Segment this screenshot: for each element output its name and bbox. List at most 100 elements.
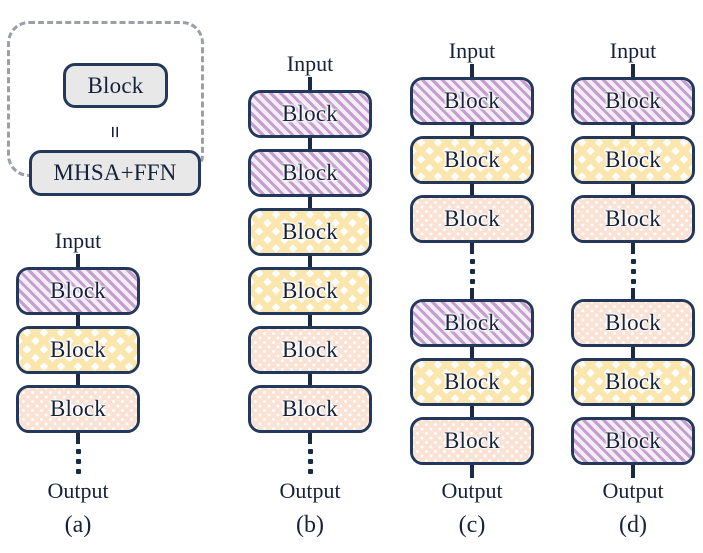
block-pattern-orange: [251, 329, 369, 371]
block-pattern-orange: [19, 388, 137, 430]
block-label: Block: [282, 101, 338, 126]
block-label: Block: [444, 369, 500, 394]
block-label: Block: [605, 206, 661, 231]
connector-b-2: [308, 256, 312, 267]
block-label: Block: [444, 310, 500, 335]
output-label-c: Output: [441, 478, 503, 503]
connector-a-0: [76, 315, 80, 326]
block-b-2[interactable]: Block: [248, 208, 372, 256]
connector-c-x1: [470, 406, 474, 417]
ellipsis-dot: [307, 448, 313, 454]
block-pattern-purple: [413, 80, 531, 122]
legend-block-expansion-label: MHSA+FFN: [53, 160, 177, 185]
block-pattern-yellow: [413, 361, 531, 403]
connector-b-4: [308, 374, 312, 385]
block-a-2[interactable]: Block: [16, 385, 140, 433]
block-label: Block: [282, 219, 338, 244]
panel-caption-a: (a): [64, 512, 92, 538]
connector-b-0: [308, 138, 312, 149]
block-d-x1[interactable]: Block: [571, 358, 695, 406]
ellipsis-dot: [75, 468, 81, 474]
block-label: Block: [50, 337, 106, 362]
legend-container: Block = MHSA+FFN: [7, 21, 204, 196]
connector-d-0: [631, 125, 635, 136]
block-pattern-yellow: [251, 270, 369, 312]
block-c-0[interactable]: Block: [410, 77, 534, 125]
ellipsis-dot: [307, 468, 313, 474]
block-pattern-yellow: [19, 329, 137, 371]
connector-b-1: [308, 197, 312, 208]
connector-c-1: [470, 184, 474, 195]
block-b-5[interactable]: Block: [248, 385, 372, 433]
output-label-d: Output: [602, 478, 664, 503]
block-d-2[interactable]: Block: [571, 195, 695, 243]
block-pattern-purple: [574, 420, 692, 462]
ellipsis-dot: [630, 258, 636, 264]
block-b-1[interactable]: Block: [248, 149, 372, 197]
connector-c-input: [470, 64, 474, 77]
block-label: Block: [50, 278, 106, 303]
block-label: Block: [282, 337, 338, 362]
block-label: Block: [50, 396, 106, 421]
panel-caption-c: (c): [458, 512, 486, 538]
block-pattern-purple: [251, 152, 369, 194]
block-d-0[interactable]: Block: [571, 77, 695, 125]
vertical-ellipsis-b: [307, 444, 313, 478]
block-label: Block: [605, 428, 661, 453]
block-d-x2[interactable]: Block: [571, 417, 695, 465]
equals-symbol: =: [103, 125, 128, 139]
connector-c-output: [470, 465, 474, 478]
connector-d-pre-dots: [631, 243, 635, 254]
vertical-ellipsis-a: [75, 444, 81, 478]
ellipsis-dot: [469, 278, 475, 284]
block-label: Block: [605, 310, 661, 335]
block-b-3[interactable]: Block: [248, 267, 372, 315]
block-c-x1[interactable]: Block: [410, 358, 534, 406]
connector-a-1: [76, 374, 80, 385]
block-c-1[interactable]: Block: [410, 136, 534, 184]
connector-d-1: [631, 184, 635, 195]
block-d-1[interactable]: Block: [571, 136, 695, 184]
connector-c-pre-dots: [470, 243, 474, 254]
block-label: Block: [444, 428, 500, 453]
connector-c-post-dots: [470, 288, 474, 299]
block-label: Block: [282, 396, 338, 421]
output-label-a: Output: [47, 478, 109, 503]
ellipsis-dot: [75, 458, 81, 464]
block-a-1[interactable]: Block: [16, 326, 140, 374]
block-pattern-yellow: [413, 139, 531, 181]
block-label: Block: [605, 369, 661, 394]
connector-b-3: [308, 315, 312, 326]
block-pattern-orange: [251, 388, 369, 430]
input-label-a: Input: [54, 228, 102, 253]
block-pattern-purple: [251, 93, 369, 135]
block-b-0[interactable]: Block: [248, 90, 372, 138]
block-a-0[interactable]: Block: [16, 267, 140, 315]
connector-d-x1: [631, 406, 635, 417]
connector-c-0: [470, 125, 474, 136]
connector-a-input: [76, 254, 80, 267]
block-c-2[interactable]: Block: [410, 195, 534, 243]
connector-b-input: [308, 77, 312, 90]
input-label-c: Input: [448, 38, 496, 63]
block-pattern-orange: [574, 198, 692, 240]
connector-d-output: [631, 465, 635, 478]
output-label-b: Output: [279, 478, 341, 503]
block-pattern-yellow: [574, 139, 692, 181]
block-c-x2[interactable]: Block: [410, 417, 534, 465]
ellipsis-dot: [630, 278, 636, 284]
block-pattern-yellow: [574, 361, 692, 403]
block-c-x0[interactable]: Block: [410, 299, 534, 347]
connector-b-pre-dots: [308, 433, 312, 444]
block-b-4[interactable]: Block: [248, 326, 372, 374]
connector-a-pre-dots: [76, 433, 80, 444]
block-label: Block: [282, 160, 338, 185]
block-d-x0[interactable]: Block: [571, 299, 695, 347]
block-pattern-orange: [574, 302, 692, 344]
connector-d-input: [631, 64, 635, 77]
